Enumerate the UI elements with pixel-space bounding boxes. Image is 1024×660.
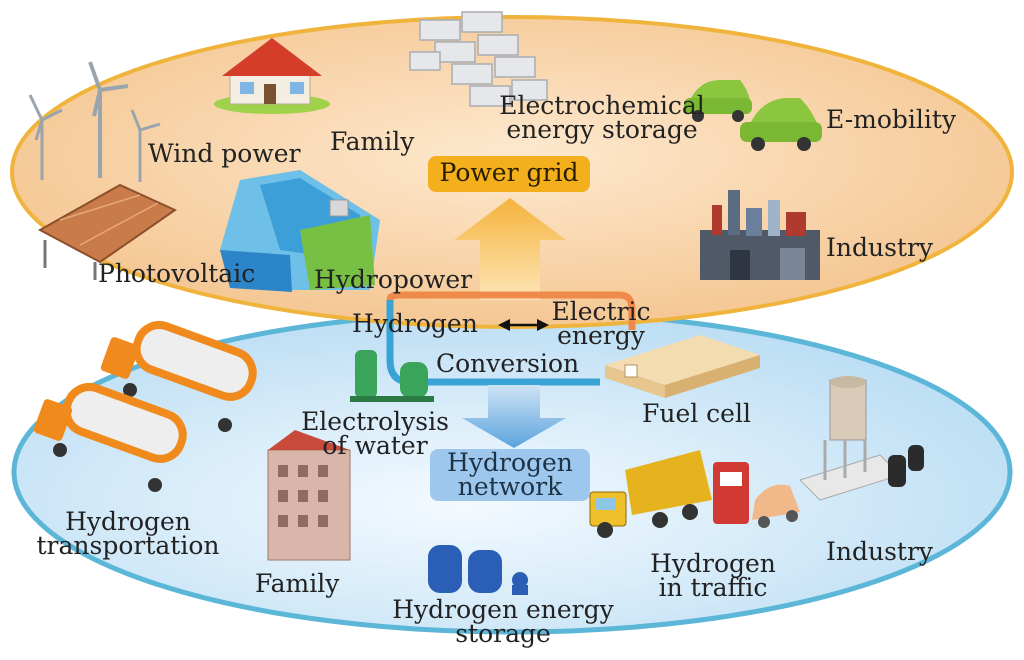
electrochemical-line2: energy storage (506, 115, 698, 144)
hydrogen-traffic-line1: Hydrogen (650, 549, 776, 578)
electric-line2: energy (557, 321, 645, 350)
fuel-cell-icon (605, 335, 760, 398)
electric-line1: Electric (551, 297, 651, 326)
electrolysis-line1: Electrolysis (301, 407, 449, 436)
hydrogen-storage-line1: Hydrogen energy (392, 595, 614, 624)
hydrogen-tank-icon (428, 545, 528, 595)
electrolysis-label: Electrolysis of water (296, 407, 454, 460)
hydrogen-traffic-line2: in traffic (658, 573, 768, 602)
bidirectional-arrow-icon (498, 319, 549, 331)
dump-truck-icon (589, 450, 712, 538)
battery-storage-icon (409, 11, 548, 107)
wind-power-label: Wind power (148, 139, 301, 168)
hydrogen-pump-icon (713, 462, 800, 528)
hydrogen-transportation-line1: Hydrogen (65, 507, 191, 536)
factory-icon (700, 190, 820, 280)
wind-turbine-icon (28, 61, 161, 182)
hydrogen-network-pill: Hydrogen network (430, 449, 590, 501)
chemical-plant-icon (799, 376, 924, 501)
family-top-label: Family (330, 127, 415, 156)
down-arrow-icon (462, 385, 566, 448)
apartment-building-icon (267, 430, 351, 561)
electrochemical-label: Electrochemical energy storage (487, 91, 717, 144)
up-arrow-icon (454, 198, 566, 300)
hydrogen-transportation-label: Hydrogen transportation (28, 507, 228, 560)
family-bottom-label: Family (255, 569, 340, 598)
hydrogen-storage-line2: storage (455, 619, 551, 648)
electrolysis-line2: of water (322, 431, 428, 460)
industry-bottom-label: Industry (826, 537, 934, 566)
solar-panel-icon (37, 183, 178, 280)
fuel-cell-label: Fuel cell (642, 399, 751, 428)
electrolyzer-icon (350, 350, 434, 402)
hydrogen-storage-label: Hydrogen energy storage (378, 595, 628, 648)
hydrogen-network-line2: network (457, 472, 563, 501)
hydrogen-network-line1: Hydrogen (447, 448, 573, 477)
photovoltaic-label: Photovoltaic (98, 259, 256, 288)
hydrogen-center-label: Hydrogen (352, 309, 478, 338)
industry-top-label: Industry (826, 233, 934, 262)
electric-energy-label: Electric energy (545, 297, 657, 350)
e-mobility-label: E-mobility (826, 105, 957, 134)
tanker-truck-icon (33, 321, 257, 492)
conversion-label: Conversion (436, 349, 580, 378)
hydropower-label: Hydropower (314, 265, 473, 294)
electric-car-icon (684, 80, 822, 151)
electrochemical-line1: Electrochemical (499, 91, 705, 120)
power-grid-pill: Power grid (428, 156, 590, 192)
house-icon (214, 38, 330, 114)
hydrogen-traffic-label: Hydrogen in traffic (638, 549, 788, 602)
hydrogen-transportation-line2: transportation (36, 531, 220, 560)
hydropower-dam-icon (220, 170, 380, 292)
